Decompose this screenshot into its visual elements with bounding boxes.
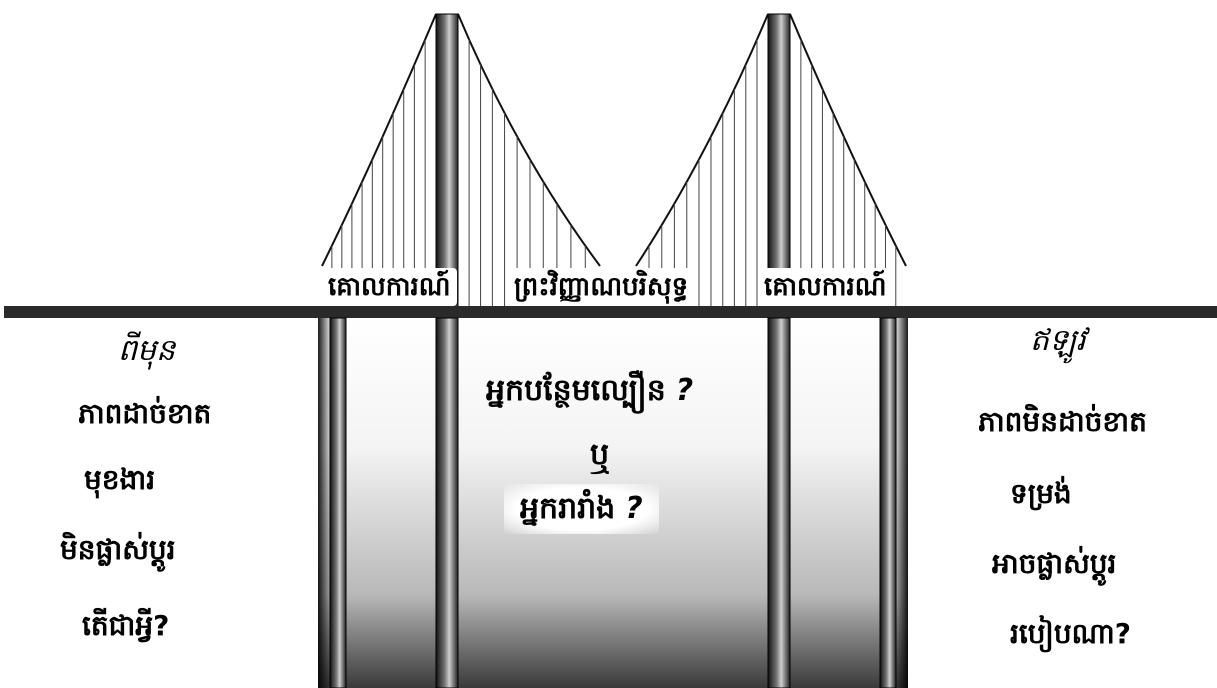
tower-right-cable-right <box>790 14 906 266</box>
center-line-1: អ្នកបន្ថែមល្បឿន? <box>486 376 693 406</box>
deck-label-middle: ព្រះវិញ្ញាណបរិសុទ្ធ <box>508 268 694 306</box>
right-line-1: ភាពមិនដាច់ខាត <box>978 408 1147 436</box>
left-heading: ពីមុន <box>118 336 175 366</box>
right-line-2: ទម្រង់ <box>1010 480 1072 508</box>
center-line-2-text: អ្នករារាំង <box>520 491 615 526</box>
pillar-1 <box>330 318 346 688</box>
tower-left-cable-left <box>322 14 436 266</box>
center-line-2: អ្នករារាំង? <box>504 484 659 534</box>
left-line-3: មិនផ្លាស់ប្តូរ <box>60 536 176 564</box>
pillar-4 <box>880 318 896 688</box>
right-line-3: អាចផ្លាស់ប្តូរ <box>992 550 1116 578</box>
right-heading: ឥឡូវ <box>1030 326 1086 356</box>
center-line-1-text: អ្នកបន្ថែមល្បឿន <box>486 373 666 408</box>
tower-right-cable-left <box>636 14 768 266</box>
pillar-3 <box>768 318 790 688</box>
right-line-4: របៀបណា? <box>1010 620 1131 648</box>
bridge-deck <box>4 306 1217 318</box>
suspension-cables <box>322 14 906 306</box>
deck-label-right: គោលការណ៍ <box>758 268 893 306</box>
pillar-2 <box>436 318 458 688</box>
left-line-2: មុខងារ <box>84 466 155 494</box>
tower-left-cable-right <box>458 14 600 266</box>
left-line-4: តើជាអ្វី? <box>82 612 169 640</box>
center-line-1-mark: ? <box>676 373 693 408</box>
left-line-1: ភាពដាច់ខាត <box>78 400 211 428</box>
deck-label-left: គោលការណ៍ <box>322 268 457 306</box>
center-connector: ឬ <box>590 440 609 470</box>
center-line-2-mark: ? <box>625 491 642 526</box>
